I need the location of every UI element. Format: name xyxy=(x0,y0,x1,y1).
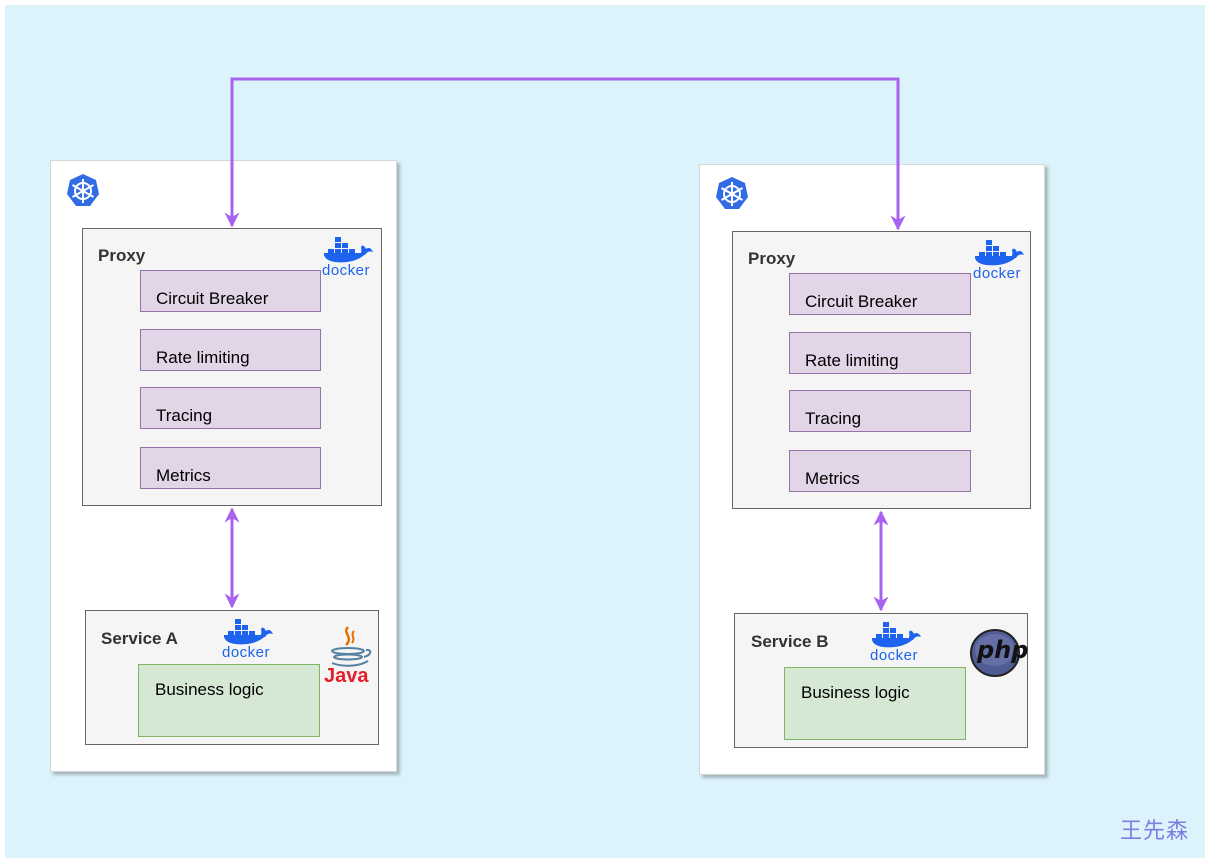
business-logic-box: Business logic xyxy=(784,667,966,740)
service-box-right: Service B docker php Business logic xyxy=(734,613,1028,748)
docker-icon: docker xyxy=(321,233,379,281)
kubernetes-icon xyxy=(716,177,748,209)
proxy-to-proxy-connector xyxy=(224,77,906,231)
watermark-text: 王先森 xyxy=(1119,818,1189,843)
kubernetes-icon xyxy=(67,174,99,206)
docker-icon: docker xyxy=(972,236,1030,284)
php-logo-icon: php xyxy=(969,628,1028,678)
service-title: Service A xyxy=(101,629,178,648)
docker-icon: docker xyxy=(869,618,927,666)
php-label: php xyxy=(977,636,1029,664)
feature-circuit-breaker: Circuit Breaker xyxy=(140,270,321,312)
proxy-box-left: Proxy docker Circuit Breaker Rate limiti… xyxy=(82,228,382,506)
feature-rate-limiting: Rate limiting xyxy=(789,332,971,374)
proxy-title: Proxy xyxy=(748,249,796,268)
feature-metrics: Metrics xyxy=(140,447,321,489)
business-logic-box: Business logic xyxy=(138,664,320,737)
service-title: Service B xyxy=(751,632,829,651)
docker-label: docker xyxy=(870,647,919,664)
java-label: Java xyxy=(324,665,369,687)
feature-metrics: Metrics xyxy=(789,450,971,492)
docker-label: docker xyxy=(222,644,271,661)
proxy-title: Proxy xyxy=(98,246,146,265)
feature-tracing: Tracing xyxy=(140,387,321,429)
docker-icon: docker xyxy=(221,615,279,663)
feature-circuit-breaker: Circuit Breaker xyxy=(789,273,971,315)
service-box-left: Service A docker Java Business logic xyxy=(85,610,379,745)
feature-tracing: Tracing xyxy=(789,390,971,432)
feature-rate-limiting: Rate limiting xyxy=(140,329,321,371)
java-logo-icon: Java xyxy=(322,625,376,691)
docker-label: docker xyxy=(322,262,371,279)
docker-label: docker xyxy=(973,265,1022,282)
proxy-box-right: Proxy docker Circuit Breaker Rate limiti… xyxy=(732,231,1031,509)
